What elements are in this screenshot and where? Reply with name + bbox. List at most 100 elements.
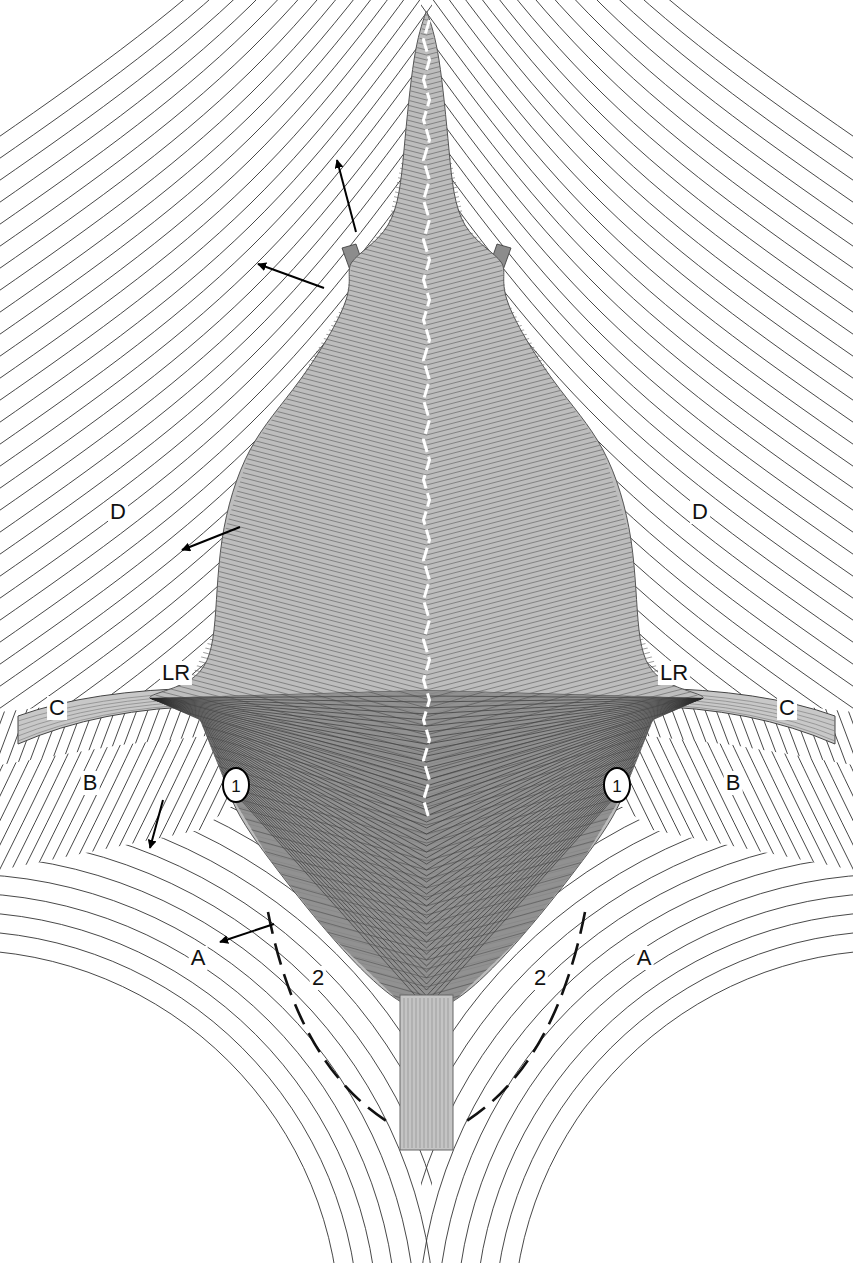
hatch-line	[150, 698, 427, 960]
hatch-line	[0, 45, 853, 155]
hatch-line	[427, 698, 704, 972]
hatch-line	[0, 445, 853, 555]
fibre-line	[47, 720, 132, 895]
fibre-line	[393, 0, 853, 172]
fibre-line	[833, 670, 853, 790]
hatch-line	[0, 380, 853, 490]
tail-line	[428, 998, 429, 1148]
hatch-line	[0, 580, 853, 690]
hatch-line	[0, 678, 853, 798]
hatch-line	[427, 698, 704, 906]
fibre-line	[393, 0, 853, 194]
hatch-line	[0, 0, 853, 85]
fibre-line	[393, 0, 853, 216]
hatch-line	[0, 185, 853, 295]
hatch-line	[427, 698, 704, 882]
region-label: 2	[532, 966, 548, 990]
force-arrow	[220, 924, 274, 942]
fibre-line	[0, 720, 48, 895]
tail-line	[420, 998, 421, 1148]
hatch-line	[150, 698, 427, 846]
fibre-line	[0, 0, 460, 216]
tail-line	[404, 998, 405, 1148]
hatch-line	[0, 105, 853, 215]
hatch-line	[150, 698, 427, 906]
fibre-line	[35, 720, 120, 895]
callout-number: 1	[230, 778, 241, 795]
lower-body	[150, 690, 703, 1010]
hatch-line	[0, 85, 853, 195]
hatch-line	[0, 145, 853, 255]
hatch-line	[0, 310, 853, 420]
hatch-line	[427, 698, 704, 840]
fibre-line	[0, 720, 24, 895]
tail-line	[440, 998, 441, 1148]
hatch-line	[0, 876, 853, 996]
hatch-line	[0, 325, 853, 435]
fibre-line	[119, 720, 204, 895]
fibre-line	[757, 720, 842, 895]
midline	[424, 20, 430, 820]
hatch-line	[427, 698, 704, 966]
hatch-line	[427, 698, 704, 858]
force-arrow	[337, 160, 356, 232]
hatch-line	[150, 698, 427, 918]
fibre-line	[0, 670, 9, 790]
region-label: C	[47, 696, 67, 720]
hatch-line	[0, 804, 853, 924]
hatch-line	[0, 490, 853, 600]
fibre-line	[685, 720, 770, 895]
hatch-line	[0, 25, 853, 135]
hatch-line	[150, 698, 427, 798]
hatch-line	[427, 698, 704, 720]
hatch-line	[427, 698, 704, 768]
hatch-line	[427, 698, 704, 786]
hatch-line	[150, 698, 427, 822]
fibre-line	[107, 720, 192, 895]
hatch-line	[0, 579, 853, 699]
hatch-line	[150, 698, 427, 978]
hatch-line	[0, 585, 853, 695]
fibre-line	[829, 720, 853, 895]
hatch-line	[0, 741, 853, 861]
hatch-line	[150, 698, 427, 894]
fibre-line	[781, 720, 853, 895]
region-label: A	[189, 946, 208, 970]
hatch-line	[0, 849, 853, 969]
hatch-line	[0, 0, 853, 45]
hatch-line	[0, 305, 853, 415]
callout-number: 1	[611, 778, 622, 795]
hatch-line	[150, 698, 427, 816]
hatch-line	[150, 698, 427, 882]
hatch-line	[150, 698, 427, 840]
hatch-line	[0, 265, 853, 375]
hatch-line	[0, 545, 853, 655]
fibre-line	[11, 720, 96, 895]
region-label: B	[724, 771, 743, 795]
hatch-line	[427, 698, 704, 780]
hatch-line	[0, 0, 853, 70]
hatch-line	[0, 510, 853, 620]
fibre-line	[844, 670, 853, 790]
hatch-line	[427, 698, 704, 990]
hatch-line	[150, 698, 427, 996]
hatch-line	[0, 165, 853, 275]
hatch-line	[0, 290, 853, 400]
region-label: B	[81, 771, 100, 795]
fibre-line	[0, 418, 853, 1263]
hatch-line	[427, 698, 704, 996]
hatch-line	[0, 0, 853, 15]
hatch-line	[427, 698, 704, 894]
hatch-line	[427, 698, 704, 936]
force-arrow	[150, 800, 163, 848]
hatch-line	[427, 698, 704, 816]
hatch-line	[150, 698, 427, 720]
hatch-line	[427, 698, 704, 912]
fibre-line	[59, 720, 144, 895]
hatch-line	[427, 698, 704, 888]
tail-line	[448, 998, 449, 1148]
hatch-line	[427, 698, 704, 828]
hatch-line	[150, 698, 427, 786]
fibre-line	[745, 720, 830, 895]
